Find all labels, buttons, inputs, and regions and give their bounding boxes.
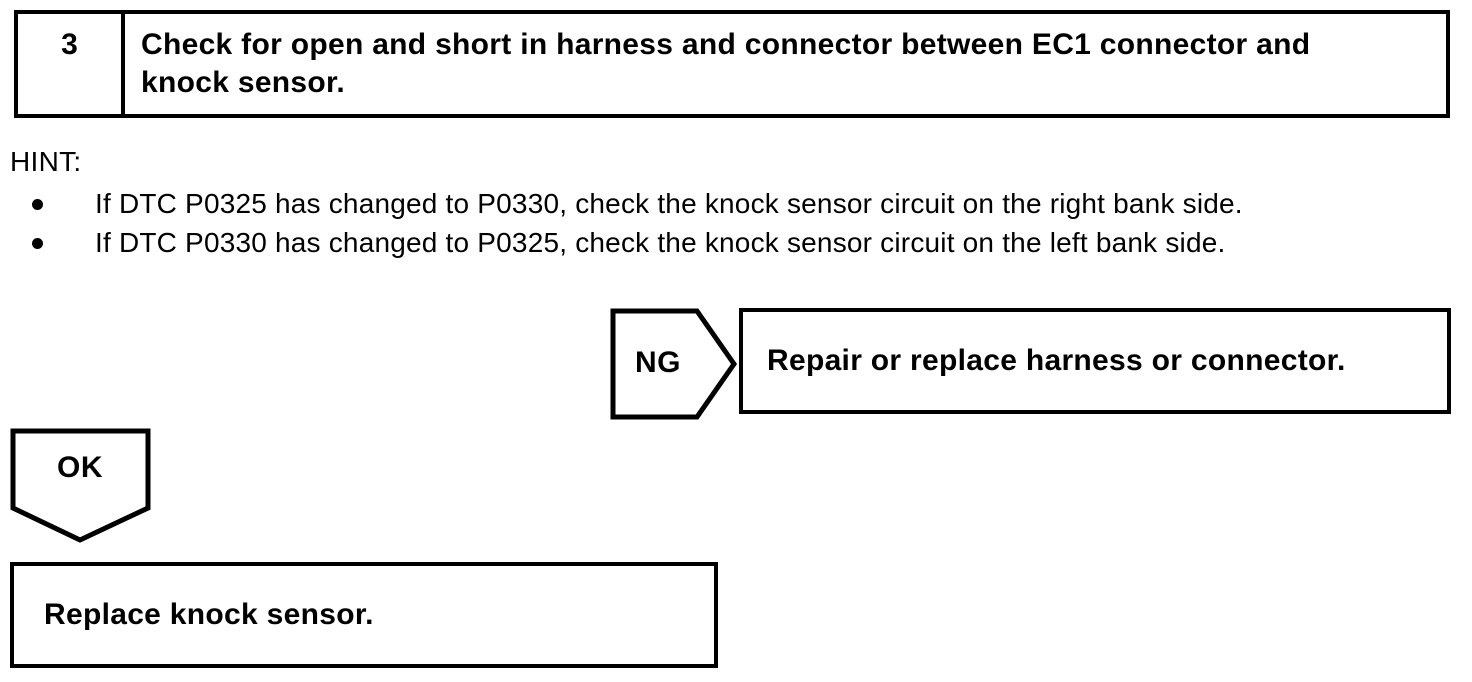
step-header-box: 3 Check for open and short in harness an…: [14, 10, 1450, 118]
ng-action-text: Repair or replace harness or connector.: [767, 344, 1346, 377]
ok-action-box: Replace knock sensor.: [10, 562, 718, 668]
hint-bullet-text: If DTC P0325 has changed to P0330, check…: [95, 188, 1243, 219]
hint-bullet-text: If DTC P0330 has changed to P0325, check…: [95, 227, 1226, 258]
hint-list: If DTC P0325 has changed to P0330, check…: [0, 189, 1460, 267]
ok-pentagon-icon: [10, 428, 151, 543]
ng-label: NG: [635, 346, 681, 379]
step-number: 3: [18, 14, 125, 114]
ok-label: OK: [57, 451, 103, 484]
ng-action-box: Repair or replace harness or connector.: [739, 308, 1451, 414]
hint-label: HINT:: [10, 146, 82, 177]
ng-pentagon-icon: [610, 308, 738, 420]
ng-connector-shape: [610, 308, 738, 420]
bullet-icon: [32, 199, 43, 210]
hint-bullet-item: If DTC P0325 has changed to P0330, check…: [0, 189, 1460, 219]
bullet-icon: [32, 238, 43, 249]
hint-bullet-item: If DTC P0330 has changed to P0325, check…: [0, 228, 1460, 258]
ok-action-text: Replace knock sensor.: [44, 598, 374, 631]
step-instruction: Check for open and short in harness and …: [141, 28, 1311, 99]
ok-connector-shape: [10, 428, 152, 544]
